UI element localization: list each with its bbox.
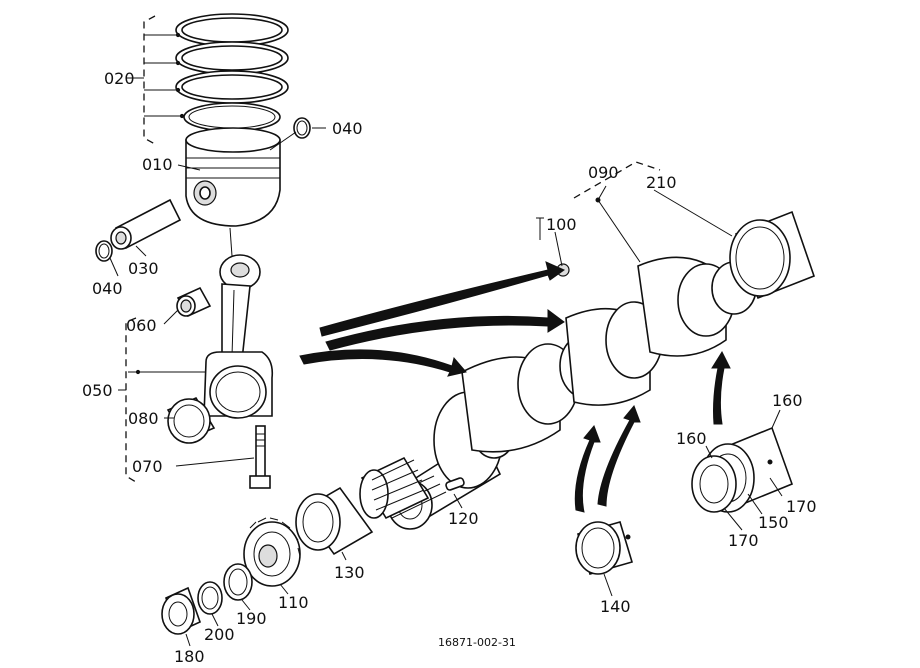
piston-pin — [110, 198, 182, 250]
label-170-right: 170 — [786, 497, 817, 516]
label-190: 190 — [236, 609, 267, 628]
label-160-left: 160 — [676, 429, 707, 448]
snap-ring-040-bottom — [95, 240, 113, 262]
connecting-rod — [203, 254, 274, 419]
label-130: 130 — [334, 563, 365, 582]
label-160-top: 160 — [772, 391, 803, 410]
woodruff-key — [445, 477, 465, 491]
label-040-top: 040 — [332, 119, 363, 138]
part-labels: 020 010 040 030 040 060 050 080 070 090 … — [82, 69, 817, 666]
label-120: 120 — [448, 509, 479, 528]
piston — [185, 127, 281, 227]
crankshaft — [385, 256, 757, 530]
bearing-housing — [691, 426, 794, 513]
label-060: 060 — [126, 316, 157, 335]
label-140: 140 — [600, 597, 631, 616]
main-bearing — [575, 521, 633, 575]
rod-bolt — [249, 425, 271, 489]
label-050: 050 — [82, 381, 113, 400]
splined-shaft-end — [359, 456, 430, 520]
label-040-bottom: 040 — [92, 279, 123, 298]
label-070: 070 — [132, 457, 163, 476]
crank-gear-bushing — [295, 486, 374, 556]
leader-lines — [109, 127, 783, 647]
big-end-bearing — [166, 396, 216, 444]
assembly-arrows — [299, 261, 731, 513]
ring-bracket-020 — [126, 15, 185, 145]
collar — [161, 586, 201, 635]
label-150: 150 — [758, 513, 789, 532]
label-180: 180 — [174, 647, 205, 666]
label-210: 210 — [646, 173, 677, 192]
label-110: 110 — [278, 593, 309, 612]
label-090: 090 — [588, 163, 619, 182]
crank-gear — [243, 517, 301, 587]
label-030: 030 — [128, 259, 159, 278]
snap-ring-040-top — [293, 117, 311, 139]
label-200: 200 — [204, 625, 235, 644]
piston-rings — [175, 13, 289, 132]
label-100: 100 — [546, 215, 577, 234]
small-end-bushing — [176, 286, 212, 318]
label-010: 010 — [142, 155, 173, 174]
label-080: 080 — [128, 409, 159, 428]
figure-code: 16871-002-31 — [438, 636, 516, 649]
retaining-ring — [223, 563, 253, 601]
label-020: 020 — [104, 69, 135, 88]
shim — [197, 581, 223, 615]
rod-bracket-050 — [118, 317, 206, 483]
front-bearing-210 — [729, 210, 816, 300]
label-170-bottom: 170 — [728, 531, 759, 550]
